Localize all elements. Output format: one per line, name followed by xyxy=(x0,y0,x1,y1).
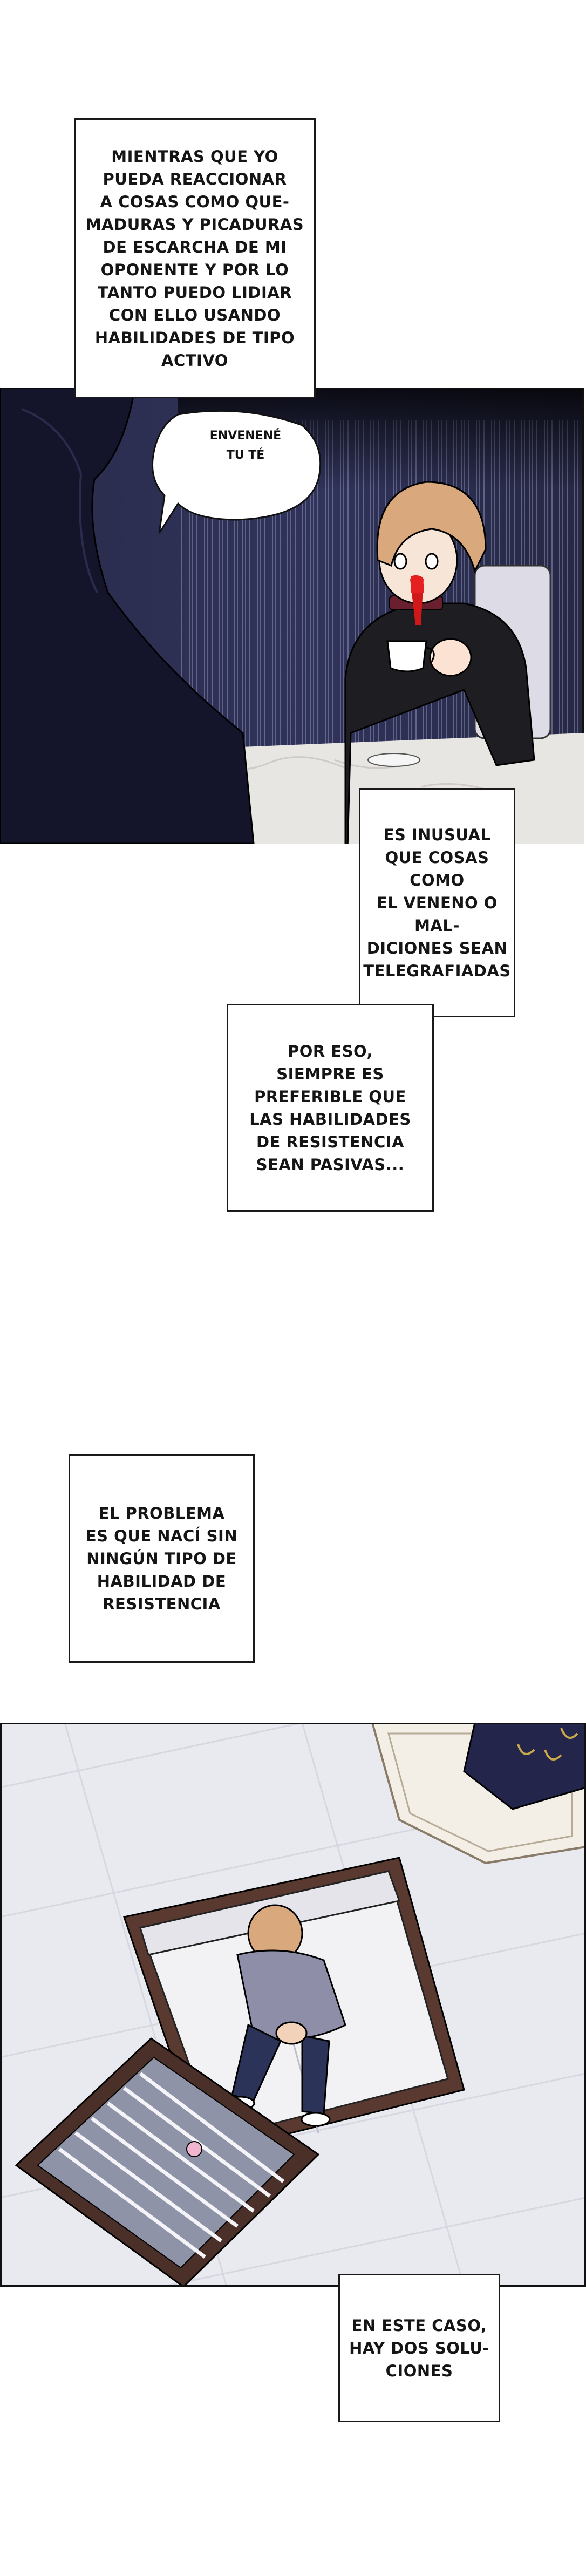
narration-text-1: MIENTRAS QUE YO PUEDA REACCIONAR A COSAS… xyxy=(85,147,304,370)
narration-box-4: EL PROBLEMA ES QUE NACÍ SIN NINGÚN TIPO … xyxy=(69,1454,255,1663)
panel-sofa-scene-art xyxy=(0,1723,586,2287)
narration-box-1: MIENTRAS QUE YO PUEDA REACCIONAR A COSAS… xyxy=(74,118,316,398)
speech-bubble-poison: ENVENENÉ TU TÉ xyxy=(209,429,282,462)
narration-text-2: ES INUSUAL QUE COSAS COMO EL VENENO O MA… xyxy=(363,825,511,980)
narration-box-5: EN ESTE CASO, HAY DOS SOLU- CIONES xyxy=(338,2274,500,2422)
narration-box-3: POR ESO, SIEMPRE ES PREFERIBLE QUE LAS H… xyxy=(227,1004,434,1212)
panel-poison-tea: ENVENENÉ TU TÉ xyxy=(0,388,584,844)
narration-box-2: ES INUSUAL QUE COSAS COMO EL VENENO O MA… xyxy=(359,788,515,1017)
panel-poison-tea-art xyxy=(0,388,584,844)
narration-text-4: EL PROBLEMA ES QUE NACÍ SIN NINGÚN TIPO … xyxy=(85,1504,238,1613)
panel-sofa-scene xyxy=(0,1723,586,2287)
narration-text-5: EN ESTE CASO, HAY DOS SOLU- CIONES xyxy=(349,2316,489,2380)
narration-text-3: POR ESO, SIEMPRE ES PREFERIBLE QUE LAS H… xyxy=(249,1042,411,1174)
